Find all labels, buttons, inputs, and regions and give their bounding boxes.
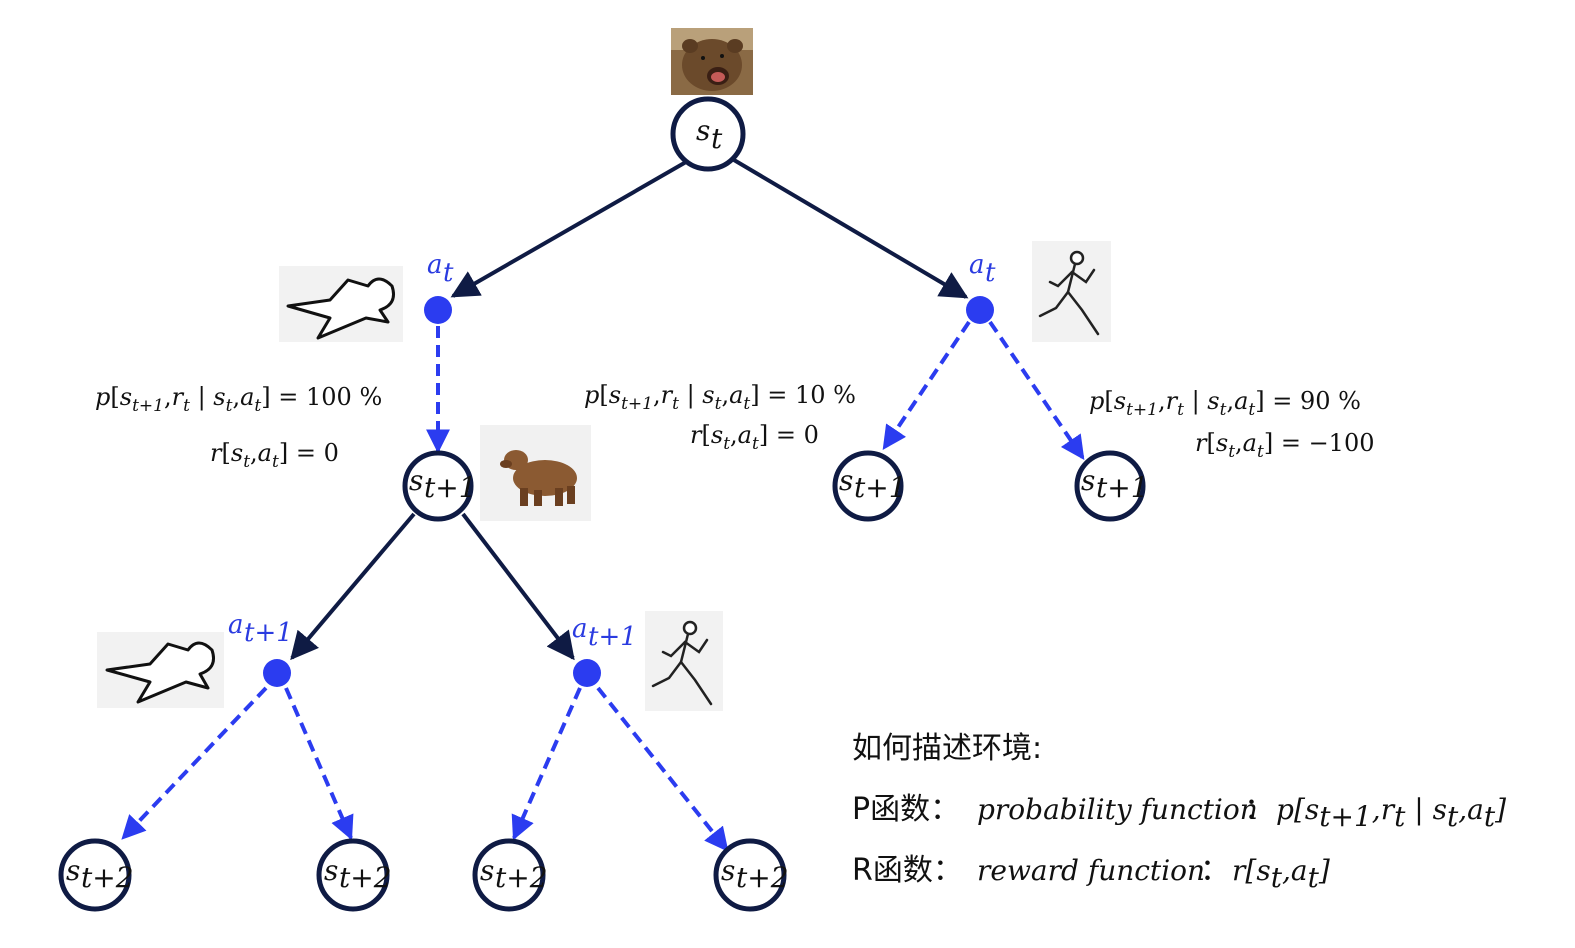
- svg-text:t+1: t+1: [1096, 471, 1149, 504]
- state-node-st2-4: s t+2: [713, 838, 789, 912]
- mid-reward-annotation: r[st,at] = 0: [690, 421, 819, 454]
- dashed-edge-right-action-to-st1-a: [882, 320, 971, 450]
- roaring-bear-photo-icon: [671, 28, 753, 95]
- right-probability-annotation: p[st+1,rt | st,at] = 90 %: [1089, 387, 1361, 420]
- action-label-l2-right: a t+1: [572, 614, 637, 652]
- svg-text:t: t: [443, 258, 454, 288]
- action-label-right: a t: [969, 250, 996, 288]
- svg-text:t+1: t+1: [244, 618, 293, 648]
- svg-text:r[st,at] = 0: r[st,at] = 0: [210, 439, 339, 472]
- svg-text:s: s: [324, 854, 338, 887]
- svg-text:s: s: [409, 464, 423, 497]
- state-node-st1-mid: s t+1: [832, 450, 907, 522]
- action-node-left: [424, 296, 452, 324]
- svg-text:s: s: [480, 854, 494, 887]
- svg-text:t+1: t+1: [588, 622, 637, 652]
- svg-text:r[st,at] = −100: r[st,at] = −100: [1195, 429, 1374, 462]
- dashed-edge-l2-left-to-st2-2: [284, 687, 354, 841]
- svg-text:t: t: [985, 258, 996, 288]
- svg-text:s: s: [66, 854, 80, 887]
- mid-probability-annotation: p[st+1,rt | st,at] = 10 %: [584, 381, 856, 414]
- action-label-l2-left: a t+1: [228, 610, 293, 648]
- edge-st1-to-left-action: [290, 512, 416, 661]
- running-stick-figure-icon-l2: [645, 611, 723, 711]
- state-node-st2-3: s t+2: [472, 838, 548, 912]
- state-node-st2-2: s t+2: [316, 838, 392, 912]
- dashed-edge-l2-right-to-st2-3: [511, 687, 582, 841]
- environment-legend: 如何描述环境: P函数： probability function ： p[st…: [852, 731, 1506, 894]
- action-node-l2-left: [263, 659, 291, 687]
- legend-title: 如何描述环境:: [852, 731, 1042, 766]
- dashed-edge-right-action-to-st1-b: [988, 320, 1085, 460]
- state-node-st1-left: s t+1: [402, 450, 477, 522]
- svg-text:t+2: t+2: [81, 861, 134, 894]
- svg-text:a: a: [228, 610, 244, 640]
- state-node-root: s t: [670, 96, 746, 172]
- dashed-edge-l2-right-to-st2-4: [596, 686, 729, 852]
- svg-text:s: s: [696, 114, 710, 147]
- svg-text:s: s: [839, 464, 853, 497]
- svg-text:a: a: [427, 250, 443, 280]
- svg-text:p[st+1,rt | st,at] = 100 %: p[st+1,rt | st,at] = 100 %: [95, 383, 382, 416]
- dashed-edge-l2-left-to-st2-1: [121, 686, 268, 840]
- edge-root-to-right-action: [732, 158, 969, 299]
- running-stick-figure-icon: [1032, 241, 1111, 342]
- action-node-l2-right: [573, 659, 601, 687]
- svg-text:p[st+1,rt | st,at] = 10 %: p[st+1,rt | st,at] = 10 %: [584, 381, 856, 414]
- svg-text:t+2: t+2: [495, 861, 548, 894]
- svg-text:r[st,at] = 0: r[st,at] = 0: [690, 421, 819, 454]
- action-label-left: a t: [427, 250, 454, 288]
- legend-r-function: R函数： reward function ： r[st,at]: [852, 853, 1330, 894]
- left-reward-annotation: r[st,at] = 0: [210, 439, 339, 472]
- lying-down-figure-icon: [279, 266, 403, 342]
- svg-text:t: t: [711, 122, 723, 155]
- left-probability-annotation: p[st+1,rt | st,at] = 100 %: [95, 383, 382, 416]
- action-node-right: [966, 296, 994, 324]
- walking-bear-photo-icon: [480, 425, 591, 521]
- svg-text:t+2: t+2: [736, 861, 789, 894]
- svg-text:s: s: [721, 854, 735, 887]
- svg-text:p[st+1,rt | st,at] = 90 %: p[st+1,rt | st,at] = 90 %: [1089, 387, 1361, 420]
- svg-text:s: s: [1081, 464, 1095, 497]
- state-node-st2-1: s t+2: [58, 838, 134, 912]
- lying-down-figure-icon-l2: [97, 632, 224, 708]
- edge-root-to-left-action: [450, 160, 687, 298]
- svg-text:t+1: t+1: [424, 471, 477, 504]
- state-node-st1-right: s t+1: [1074, 450, 1149, 522]
- svg-text:a: a: [572, 614, 588, 644]
- legend-p-function: P函数： probability function ： p[st+1,rt | …: [852, 792, 1506, 833]
- right-reward-annotation: r[st,at] = −100: [1195, 429, 1374, 462]
- svg-text:a: a: [969, 250, 985, 280]
- svg-text:t+2: t+2: [339, 861, 392, 894]
- svg-text:t+1: t+1: [854, 471, 907, 504]
- edge-st1-to-right-action: [461, 512, 575, 661]
